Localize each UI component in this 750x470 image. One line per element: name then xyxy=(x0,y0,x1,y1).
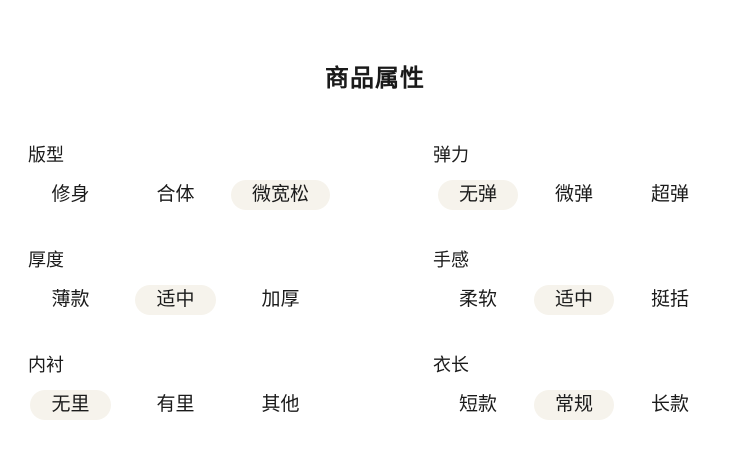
attribute-option[interactable]: 长款 xyxy=(650,394,689,415)
attribute-option[interactable]: 合体 xyxy=(156,184,195,205)
attribute-group: 弹力无弹 微弹 超弹 xyxy=(433,143,718,210)
attribute-option[interactable]: 有里 xyxy=(156,394,195,415)
option-cell: 适中 xyxy=(123,285,228,315)
attribute-option[interactable]: 其他 xyxy=(261,394,300,415)
option-cell: 加厚 xyxy=(228,285,333,315)
option-cell: 超弹 xyxy=(622,180,718,210)
option-cell: 挺括 xyxy=(622,285,718,315)
option-cell: 柔软 xyxy=(430,285,526,315)
attribute-option[interactable]: 超弹 xyxy=(650,184,689,205)
attributes-column-right: 弹力无弹 微弹 超弹手感柔软 适中 挺括衣长短款 常规 长款 xyxy=(433,143,718,458)
option-cell: 常规 xyxy=(526,390,622,420)
attribute-option[interactable]: 挺括 xyxy=(650,289,689,310)
attribute-group-label: 手感 xyxy=(433,250,469,270)
attribute-option-selected[interactable]: 无里 xyxy=(30,390,111,420)
attribute-group-label: 衣长 xyxy=(433,355,469,375)
attribute-group: 内衬无里 有里 其他 xyxy=(28,353,333,420)
option-cell: 薄款 xyxy=(18,285,123,315)
attribute-option-selected[interactable]: 无弹 xyxy=(437,180,518,210)
attribute-options-row: 柔软 适中 挺括 xyxy=(430,285,718,315)
attribute-option-selected[interactable]: 微宽松 xyxy=(230,180,330,210)
option-cell: 微弹 xyxy=(526,180,622,210)
attribute-option[interactable]: 短款 xyxy=(458,394,497,415)
attribute-option[interactable]: 微弹 xyxy=(554,184,593,205)
attribute-option[interactable]: 薄款 xyxy=(51,289,90,310)
attribute-group: 手感柔软 适中 挺括 xyxy=(433,248,718,315)
attribute-group-label: 弹力 xyxy=(433,145,469,165)
attribute-group-label: 版型 xyxy=(28,145,64,165)
attribute-group: 衣长短款 常规 长款 xyxy=(433,353,718,420)
option-cell: 长款 xyxy=(622,390,718,420)
page-title: 商品属性 xyxy=(325,65,425,92)
attribute-option-selected[interactable]: 常规 xyxy=(533,390,614,420)
attribute-option[interactable]: 修身 xyxy=(51,184,90,205)
attribute-option[interactable]: 加厚 xyxy=(261,289,300,310)
option-cell: 合体 xyxy=(123,180,228,210)
attribute-option-selected[interactable]: 适中 xyxy=(135,285,216,315)
attribute-options-row: 短款 常规 长款 xyxy=(430,390,718,420)
attribute-options-row: 薄款 适中 加厚 xyxy=(18,285,333,315)
attributes-column-left: 版型修身 合体 微宽松厚度薄款 适中 加厚内衬无里 有里 其他 xyxy=(28,143,333,458)
option-cell: 短款 xyxy=(430,390,526,420)
attribute-group-label: 内衬 xyxy=(28,355,64,375)
option-cell: 无里 xyxy=(18,390,123,420)
attribute-group: 厚度薄款 适中 加厚 xyxy=(28,248,333,315)
option-cell: 其他 xyxy=(228,390,333,420)
attribute-group-label: 厚度 xyxy=(28,250,64,270)
attribute-group: 版型修身 合体 微宽松 xyxy=(28,143,333,210)
attribute-options-row: 无里 有里 其他 xyxy=(18,390,333,420)
option-cell: 无弹 xyxy=(430,180,526,210)
attribute-options-row: 无弹 微弹 超弹 xyxy=(430,180,718,210)
attribute-option-selected[interactable]: 适中 xyxy=(533,285,614,315)
attribute-options-row: 修身 合体 微宽松 xyxy=(18,180,333,210)
option-cell: 有里 xyxy=(123,390,228,420)
attribute-option[interactable]: 柔软 xyxy=(458,289,497,310)
option-cell: 微宽松 xyxy=(228,180,333,210)
option-cell: 适中 xyxy=(526,285,622,315)
option-cell: 修身 xyxy=(18,180,123,210)
